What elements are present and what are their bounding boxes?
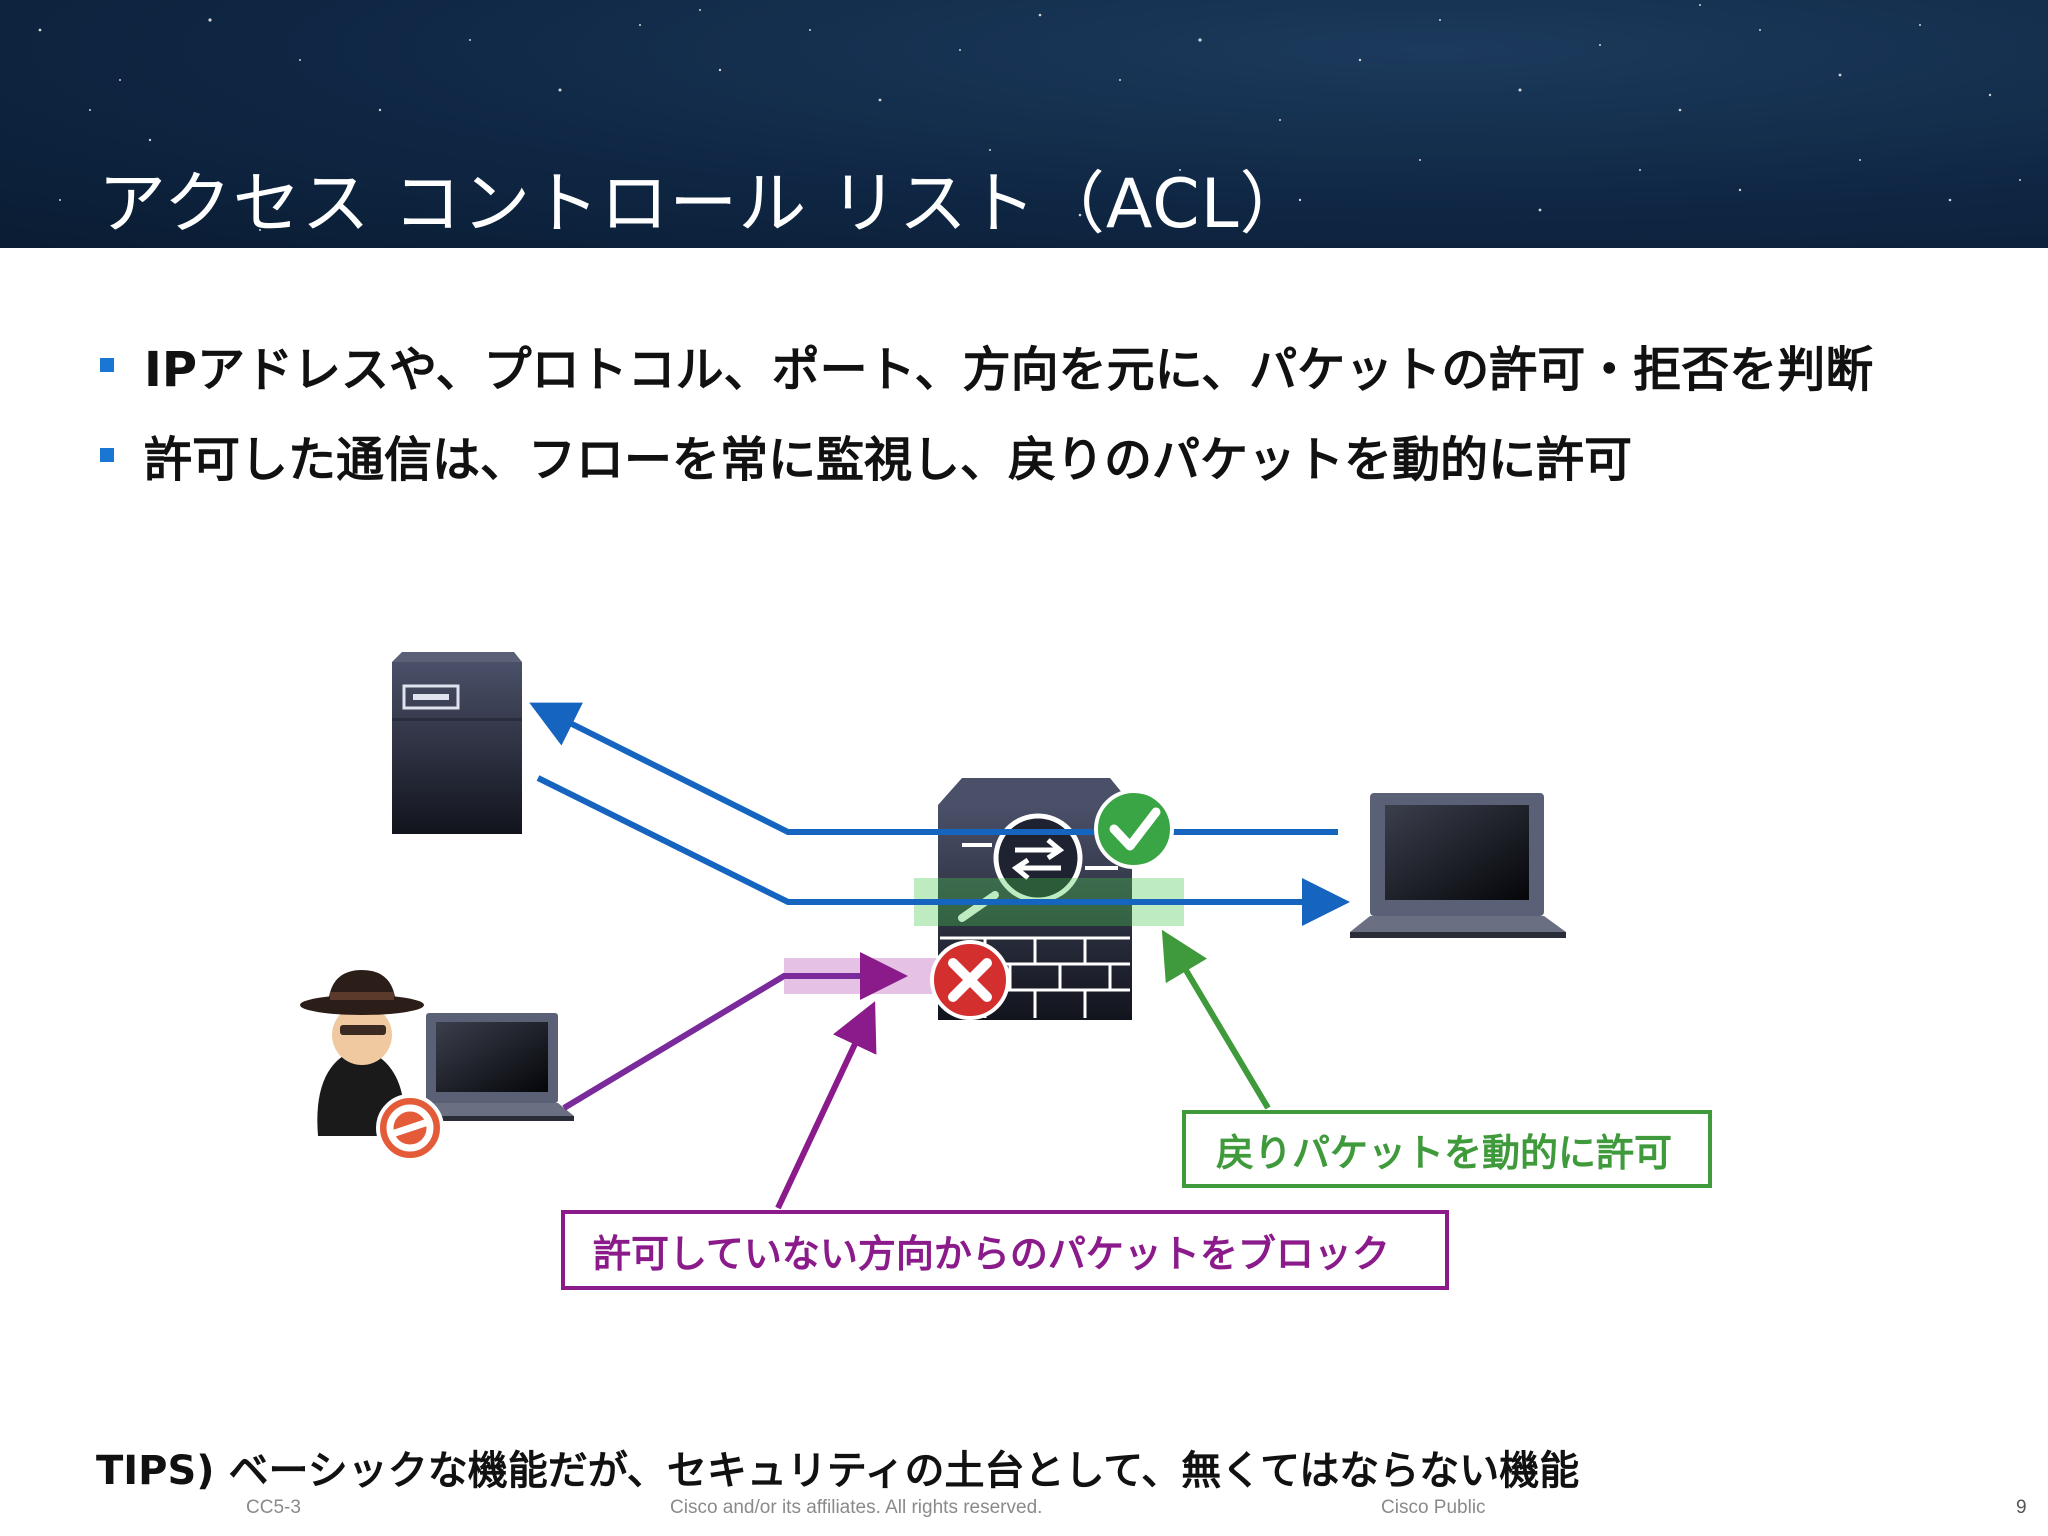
starfield-background [38,4,2021,231]
bullet-item: IPアドレスや、プロトコル、ポート、方向を元に、パケットの許可・拒否を判断 [100,320,1873,410]
callout-block: 許可していない方向からのパケットをブロック [561,1210,1449,1290]
page-number: 9 [2016,1497,2027,1518]
block-callout-pointer [775,1001,877,1210]
bullet-text: 許可した通信は、フローを常に監視し、戻りのパケットを動的に許可 [144,432,1633,488]
server-icon [392,652,522,834]
slide-title: アクセス コントロール リスト（ACL） [98,165,1309,244]
forbidden-icon [376,1094,444,1162]
bullet-list: IPアドレスや、プロトコル、ポート、方向を元に、パケットの許可・拒否を判断 許可… [100,320,1873,500]
deny-x-icon [930,940,1010,1020]
blocked-flow-arrow [562,952,908,1111]
callout-return-text: 戻りパケットを動的に許可 [1216,1130,1673,1175]
bullet-marker-icon [100,448,114,462]
laptop-icon [412,1013,574,1121]
outbound-flow-arrow [536,775,1350,926]
bullet-text: IPアドレスや、プロトコル、ポート、方向を元に、パケットの許可・拒否を判断 [144,342,1874,398]
return-callout-pointer [1161,929,1271,1110]
check-icon [1094,789,1174,869]
footer-classification: Cisco Public [1381,1497,1486,1518]
bullet-marker-icon [100,358,114,372]
callout-return-allowed: 戻りパケットを動的に許可 [1182,1110,1712,1188]
footer-code: CC5-3 [246,1497,301,1518]
laptop-icon [1350,793,1566,938]
tips-text: TIPS) ベーシックな機能だが、セキュリティの土台として、無くてはならない機能 [96,1448,1580,1494]
callout-block-text: 許可していない方向からのパケットをブロック [593,1231,1390,1276]
header-banner: アクセス コントロール リスト（ACL） [0,0,2048,248]
footer-copyright: Cisco and/or its affiliates. All rights … [670,1497,1043,1518]
bullet-item: 許可した通信は、フローを常に監視し、戻りのパケットを動的に許可 [100,410,1873,500]
